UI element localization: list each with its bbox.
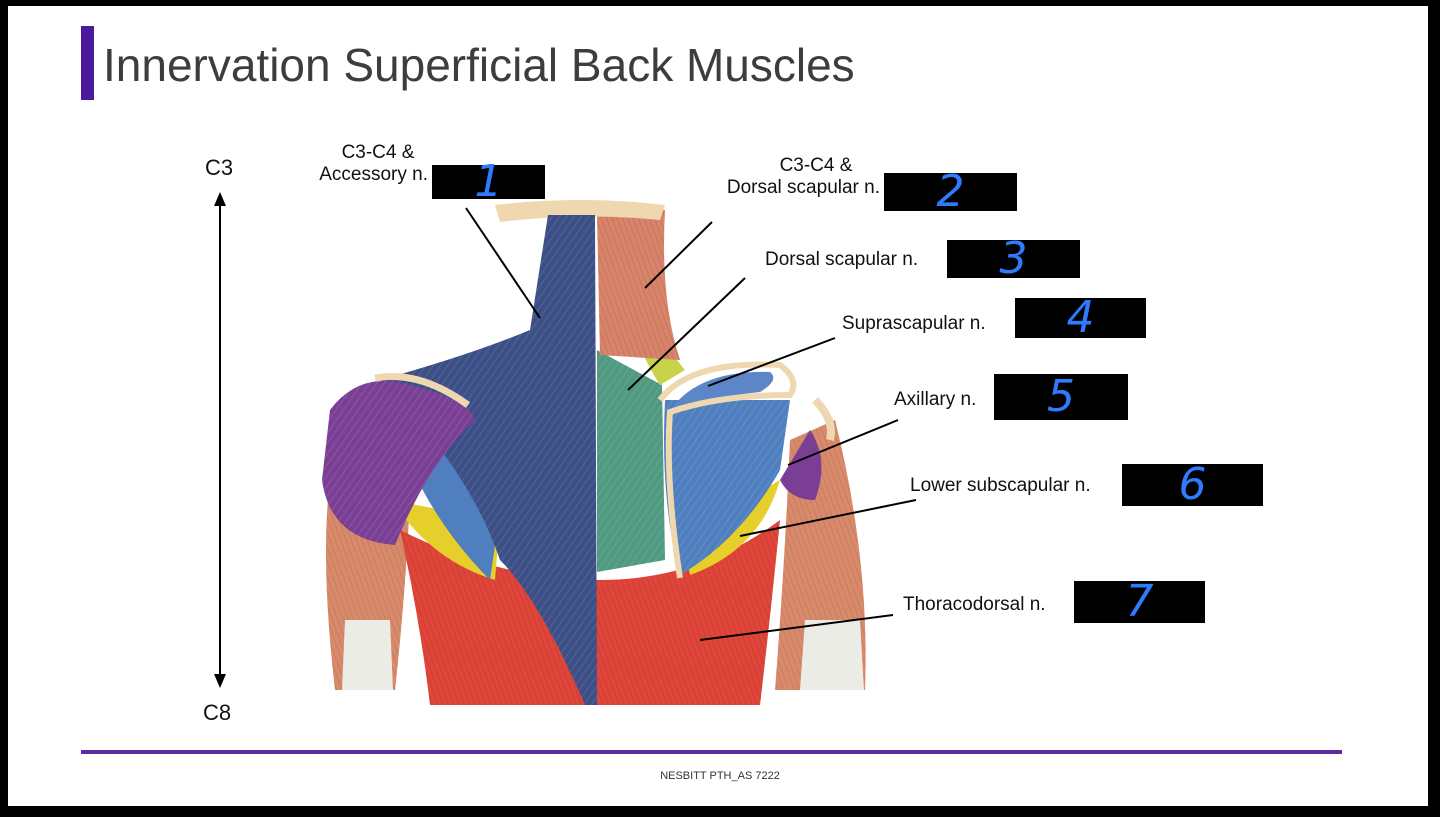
label-2-line1: C3-C4 & [779, 155, 853, 176]
label-2-line2: Dorsal scapular n. [726, 176, 880, 198]
answer-number-6: 6 [1178, 459, 1207, 510]
answer-number-2: 2 [936, 166, 965, 217]
label-1-line2: Accessory n. [319, 163, 428, 185]
slide-title: Innervation Superficial Back Muscles [103, 39, 855, 91]
axis-top-label: C3 [205, 155, 234, 180]
scapula [374, 361, 835, 579]
label-3: Dorsal scapular n. [765, 249, 919, 270]
label-6: Lower subscapular n. [910, 475, 1091, 496]
leader-lines [465, 207, 917, 641]
label-5: Axillary n. [894, 389, 977, 410]
axis-bottom-label: C8 [203, 700, 232, 725]
answer-box-4[interactable]: 4 [1015, 292, 1146, 343]
answer-number-4: 4 [1066, 292, 1095, 343]
answer-number-7: 7 [1125, 576, 1154, 627]
trapezius [380, 215, 597, 705]
spinal-level-arrow [214, 192, 226, 688]
label-7: Thoracodorsal n. [903, 594, 1046, 615]
rhomboid [597, 350, 665, 572]
answer-box-7[interactable]: 7 [1074, 576, 1205, 627]
answer-box-1[interactable]: 1 [432, 160, 545, 204]
title-accent-bar [81, 26, 94, 100]
answer-number-5: 5 [1047, 371, 1075, 422]
label-2: C3-C4 & Dorsal scapular n. [697, 155, 880, 199]
label-4: Suprascapular n. [842, 313, 986, 334]
footer-divider [81, 750, 1342, 754]
answer-box-5[interactable]: 5 [994, 374, 1128, 420]
footer-text: NESBITT PTH_AS 7222 [660, 770, 780, 782]
answer-number-1: 1 [474, 156, 503, 207]
neck [495, 200, 680, 360]
answer-box-3[interactable]: 3 [947, 233, 1080, 284]
label-1-line1: C3-C4 & [341, 142, 415, 163]
deltoid [322, 380, 822, 545]
answer-box-6[interactable]: 6 [1122, 459, 1263, 510]
label-1: C3-C4 & Accessory n. [300, 142, 428, 186]
answer-number-3: 3 [999, 233, 1028, 284]
answer-box-2[interactable]: 2 [884, 166, 1017, 217]
